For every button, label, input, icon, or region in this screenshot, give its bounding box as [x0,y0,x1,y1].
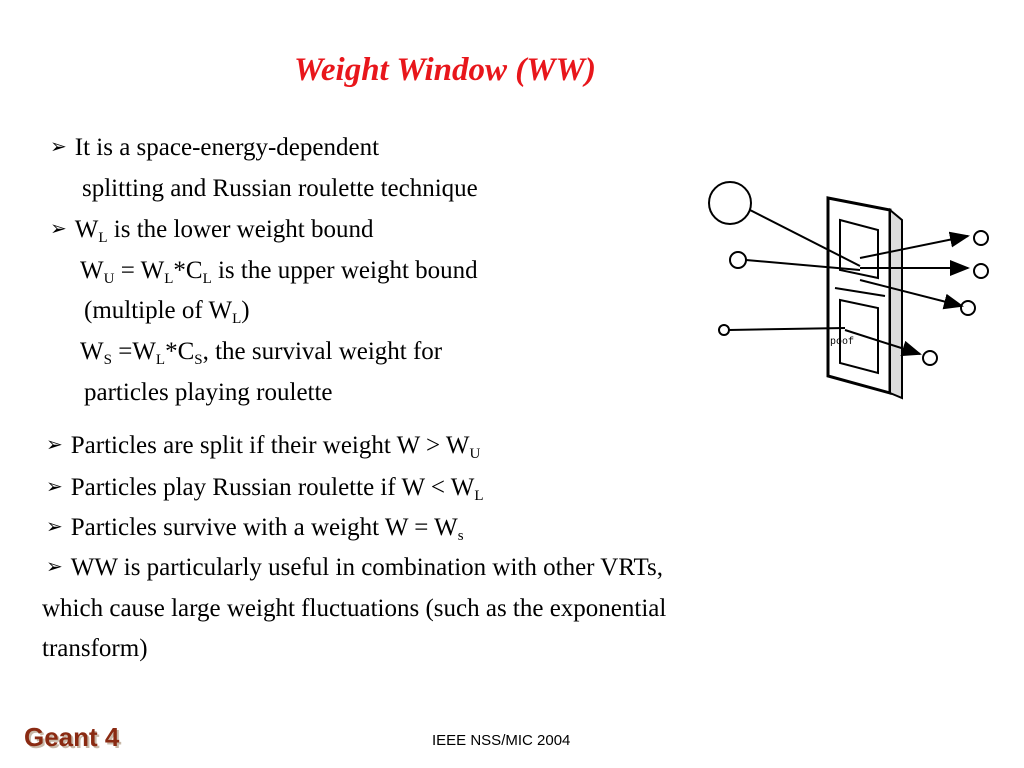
geant4-logo: Geant 4 [24,722,120,752]
ww-useful-cont-2: transform) [42,635,148,662]
window-upper-pane [839,218,879,280]
poof-label: poof [830,336,854,348]
outgoing-particle [960,300,976,316]
survival-weight-cont: particles playing roulette [84,379,333,406]
arrow-bullet-icon: ➢ [46,556,63,578]
weight-window-diagram: poof [708,181,989,400]
arrow-bullet-icon: ➢ [50,136,67,158]
arrow-bullet-icon: ➢ [46,516,63,538]
bullet-survive: ➢Particles survive with a weight W = Ws [46,514,464,544]
small-incoming-particle [729,251,747,269]
window-side [889,207,903,400]
bullet-space-energy-cont: splitting and Russian roulette technique [82,175,478,202]
outgoing-particle [973,263,989,279]
window-lower-pane [839,298,879,375]
arrow-bullet-icon: ➢ [46,434,63,456]
outgoing-particle [922,350,938,366]
slide-title: Weight Window (WW) [294,52,596,88]
ww-useful-cont-1: which cause large weight fluctuations (s… [42,595,667,622]
outgoing-particle [973,230,989,246]
bullet-roulette: ➢Particles play Russian roulette if W < … [46,474,484,504]
bullet-space-energy: ➢It is a space-energy-dependent [50,134,380,161]
upper-bound-line: WU = WL*CL is the upper weight bound [80,257,478,287]
survival-weight-line: WS =WL*CS, the survival weight for [80,338,443,368]
arrow-bullet-icon: ➢ [50,218,67,240]
multiple-of-line: (multiple of WL) [84,297,250,327]
bullet-lower-bound: ➢WL is the lower weight bound [50,216,374,246]
small-incoming-particle [718,324,730,336]
conference-label: IEEE NSS/MIC 2004 [432,732,571,749]
arrow-bullet-icon: ➢ [46,476,63,498]
large-incoming-particle [708,181,752,225]
bullet-split: ➢Particles are split if their weight W >… [46,432,481,462]
bullet-ww-useful: ➢WW is particularly useful in combinatio… [46,554,664,581]
